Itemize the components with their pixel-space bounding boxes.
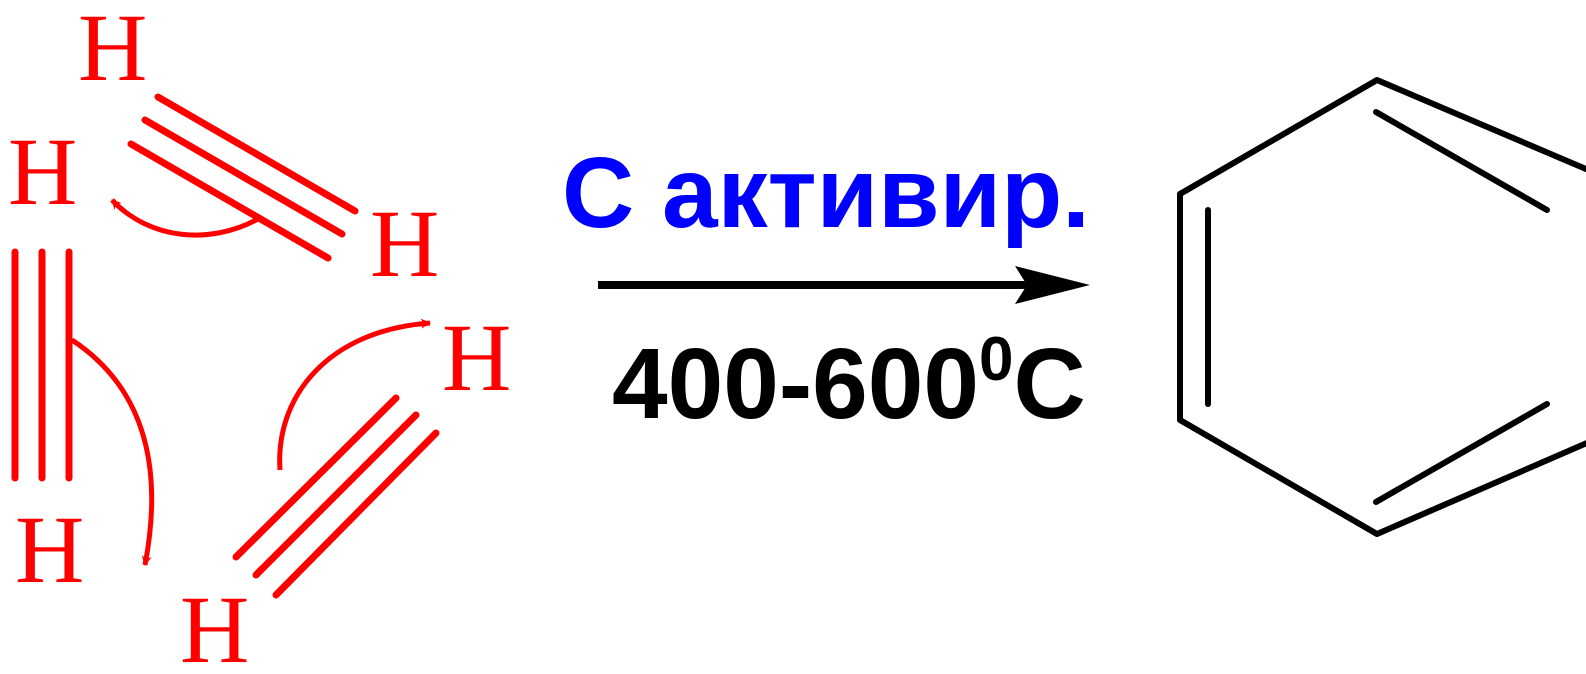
double-bond-inner-line [1373, 109, 1550, 213]
ring-bonds [1177, 77, 1586, 537]
curved-arrow-icon [110, 198, 260, 238]
reaction-arrow [598, 266, 1090, 304]
triple-bond-line [154, 93, 359, 215]
hydrogen-atom: H [442, 304, 511, 411]
arrow-head-icon [1015, 266, 1090, 304]
curved-arrow-icon [277, 318, 431, 471]
hydrogen-atom: H [180, 576, 249, 674]
acetylene-molecule-bottom: H H [180, 304, 511, 674]
triple-bond-line [141, 116, 346, 238]
catalyst-label: C активир. [562, 137, 1090, 249]
triple-bond-line [272, 429, 440, 599]
curved-arrow-icon [70, 337, 155, 566]
acetylene-molecule-left: H H [8, 118, 84, 603]
hydrogen-atom: H [8, 118, 77, 225]
double-bond-inner-line [1373, 401, 1550, 505]
triple-bond-line [252, 411, 420, 579]
degree-superscript: 0 [979, 325, 1013, 394]
triple-bond-line [127, 140, 332, 262]
benzene-ring [1177, 77, 1586, 537]
hydrogen-atom: H [78, 0, 147, 101]
hydrogen-atom: H [370, 190, 439, 297]
hydrogen-atom: H [15, 496, 84, 603]
temperature-label: 400-6000C [612, 325, 1086, 440]
acetylene-molecule-top: H H [78, 0, 439, 297]
temperature-unit: C [1013, 328, 1085, 440]
temperature-range: 400-600 [612, 328, 979, 440]
triple-bond-line [232, 394, 400, 561]
